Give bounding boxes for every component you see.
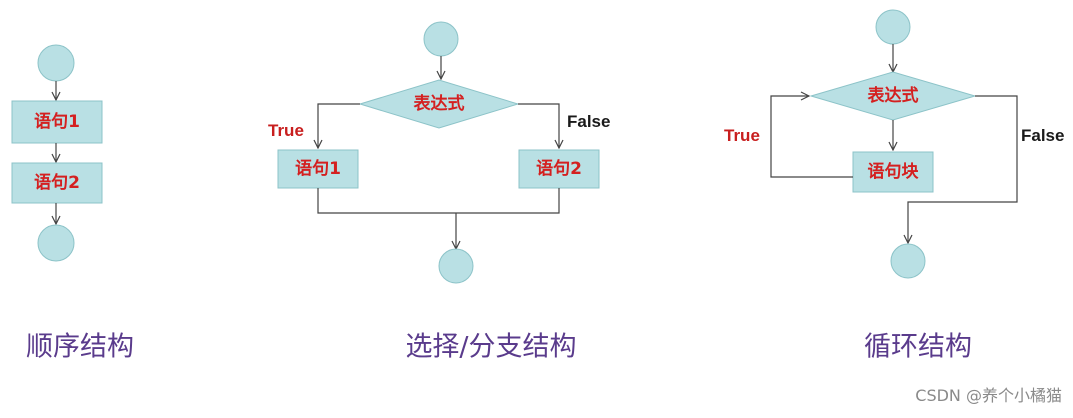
loop-back-edge: [770, 96, 853, 178]
selection-statement2-label: 语句2: [536, 158, 582, 179]
selection-structure: 表达式 True 语句1 False 语句2: [268, 21, 610, 284]
loop-block-label: 语句块: [868, 161, 920, 182]
sequential-start-node: [37, 44, 75, 82]
selection-false-label: False: [567, 112, 610, 131]
sequential-structure: 语句1 语句2: [11, 44, 103, 262]
sequential-end-node: [37, 224, 75, 262]
sequential-statement2-box: [11, 162, 103, 204]
loop-start-node: [875, 9, 911, 45]
loop-end-node: [890, 243, 926, 279]
watermark: CSDN @养个小橘猫: [915, 386, 1062, 405]
loop-false-branch: [908, 95, 1018, 243]
sequential-statement1-label: 语句1: [34, 111, 80, 132]
sequential-caption: 顺序结构: [26, 332, 134, 363]
loop-structure: 表达式 True 语句块 False: [724, 9, 1064, 279]
selection-statement1-box: [277, 149, 359, 189]
selection-statement1-label: 语句1: [295, 158, 341, 179]
selection-true-branch: [318, 103, 360, 148]
selection-end-node: [438, 248, 474, 284]
selection-start-node: [423, 21, 459, 57]
loop-condition-label: 表达式: [868, 85, 919, 106]
selection-merge-line: [317, 188, 560, 214]
loop-block-box: [852, 151, 934, 193]
selection-true-label: True: [268, 121, 304, 140]
selection-condition-label: 表达式: [414, 93, 465, 114]
loop-true-label: True: [724, 126, 760, 145]
selection-statement2-box: [518, 149, 600, 189]
sequential-statement1-box: [11, 100, 103, 144]
selection-false-branch: [518, 103, 559, 148]
sequential-statement2-label: 语句2: [34, 172, 80, 193]
loop-false-label: False: [1021, 126, 1064, 145]
selection-caption: 选择/分支结构: [405, 332, 576, 363]
loop-caption: 循环结构: [864, 332, 972, 363]
